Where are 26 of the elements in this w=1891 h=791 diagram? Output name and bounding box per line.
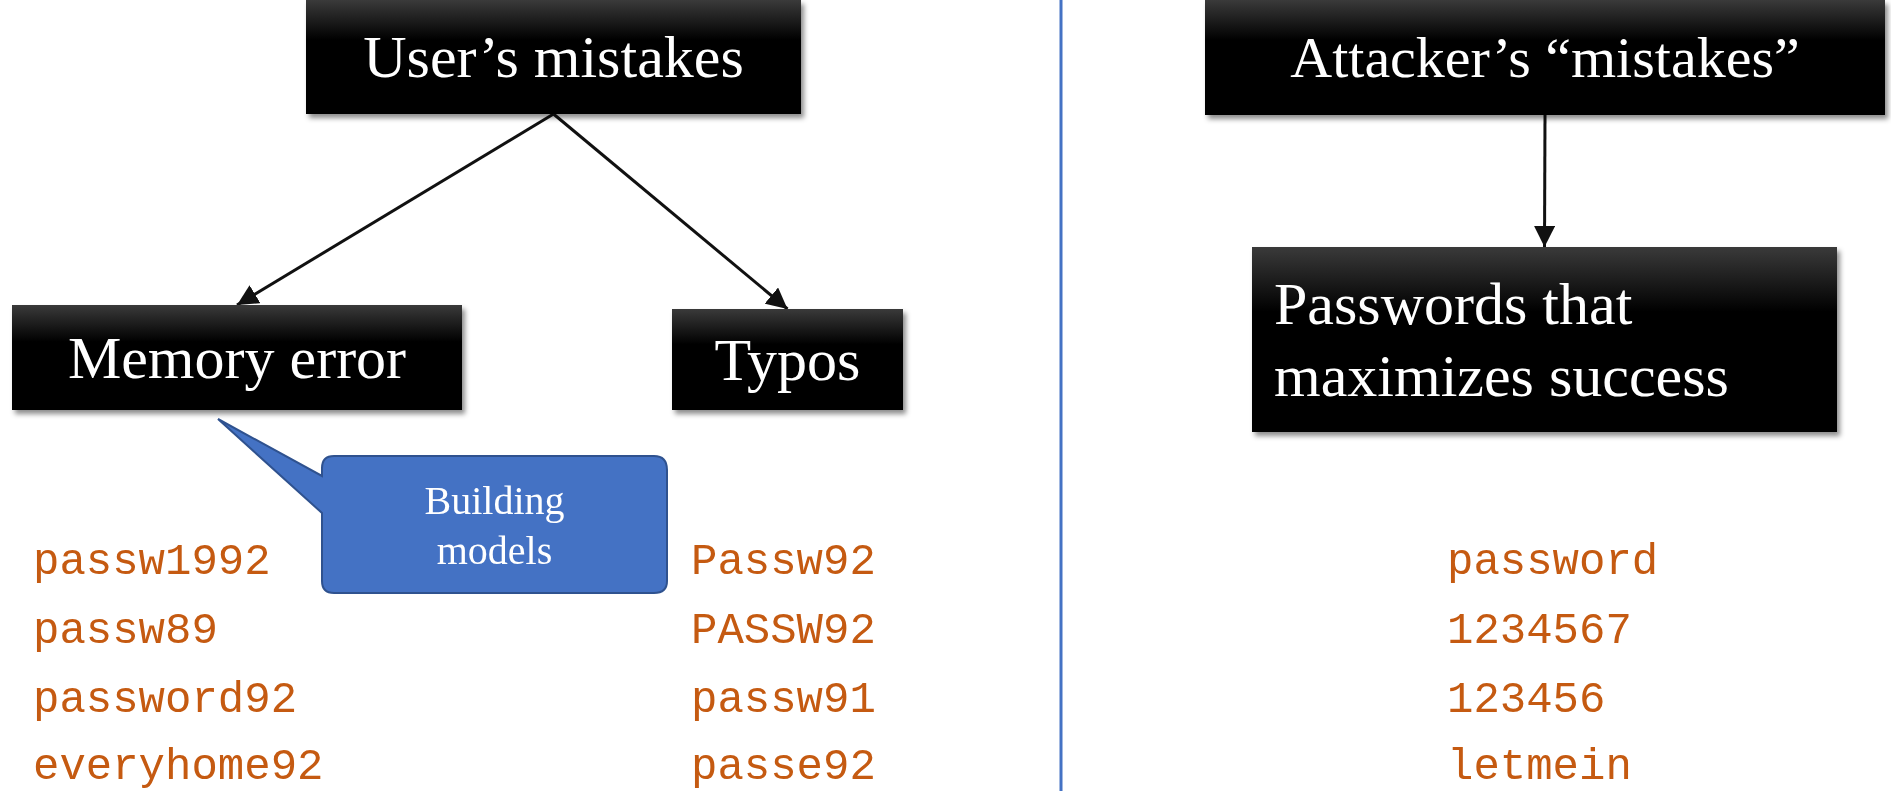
label-box [306, 0, 801, 114]
arrow [1534, 115, 1556, 247]
password-text: 123456 [1447, 678, 1606, 722]
password-text: letmein [1447, 745, 1632, 789]
label-box [1205, 0, 1885, 115]
password-text: password [1447, 540, 1659, 584]
password-text: passw91 [691, 678, 876, 722]
password-text: Passw92 [691, 540, 876, 584]
password-text: password92 [33, 678, 298, 722]
label-box [672, 309, 903, 410]
password-text: everyhome92 [33, 745, 324, 789]
password-text: 1234567 [1447, 609, 1632, 653]
box-text: Memory error [67, 323, 407, 393]
arrow [236, 112, 555, 307]
box-text: Passwords that maximizes success [1274, 269, 1730, 411]
label-box [12, 305, 462, 410]
password-text: PASSW92 [691, 609, 876, 653]
password-text: passe92 [691, 745, 876, 789]
callout-text: Building models [423, 476, 566, 575]
box-text: Attacker’s “mistakes” [1290, 23, 1800, 92]
password-text: passw89 [33, 609, 218, 653]
box-text: Typos [714, 325, 861, 395]
box-text: User’s mistakes [363, 23, 744, 92]
password-text: passw1992 [33, 540, 271, 584]
arrow [552, 112, 789, 311]
label-box [1252, 247, 1837, 432]
